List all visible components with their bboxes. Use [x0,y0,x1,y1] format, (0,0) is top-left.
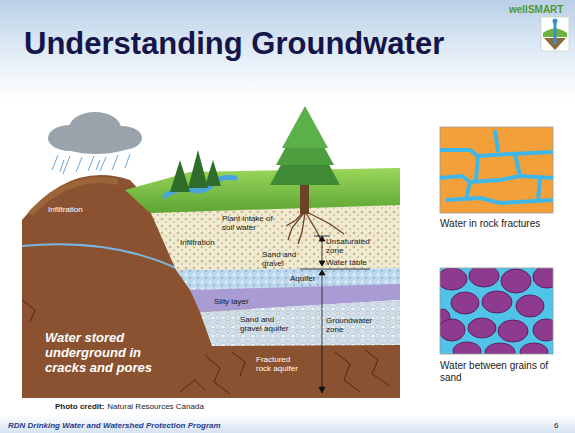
inset-caption: Water between grains of sand [440,360,560,384]
footer-text: RDN Drinking Water and Watershed Protect… [8,421,408,431]
layer-label: Sand and gravel [262,250,302,268]
page-number: 6 [554,421,570,431]
layer-label: Silty layer [214,297,264,306]
layer-label: Aquifer [290,274,330,283]
illustration-label: Infiltration [180,238,240,247]
logo-text: wellSMART [509,4,573,16]
zone-label: Unsaturated zone [326,237,380,255]
slide-title: Understanding Groundwater [24,26,444,62]
layer-label: Sand and gravel aquifer [240,315,290,333]
illustration-label: Infiltration [48,205,108,214]
zone-label: Groundwater zone [326,316,388,334]
zone-label: Water table [326,258,386,267]
credit-label: Photo credit: [55,402,104,412]
illustration-label: Plant intake of soil water [222,214,284,232]
inset-caption: Water in rock fractures [440,218,553,230]
illustration-caption: Water stored underground in cracks and p… [45,330,180,375]
credit-text: Natural Resources Canada [107,402,204,412]
layer-label: Fractured rock aquifer [256,355,301,373]
